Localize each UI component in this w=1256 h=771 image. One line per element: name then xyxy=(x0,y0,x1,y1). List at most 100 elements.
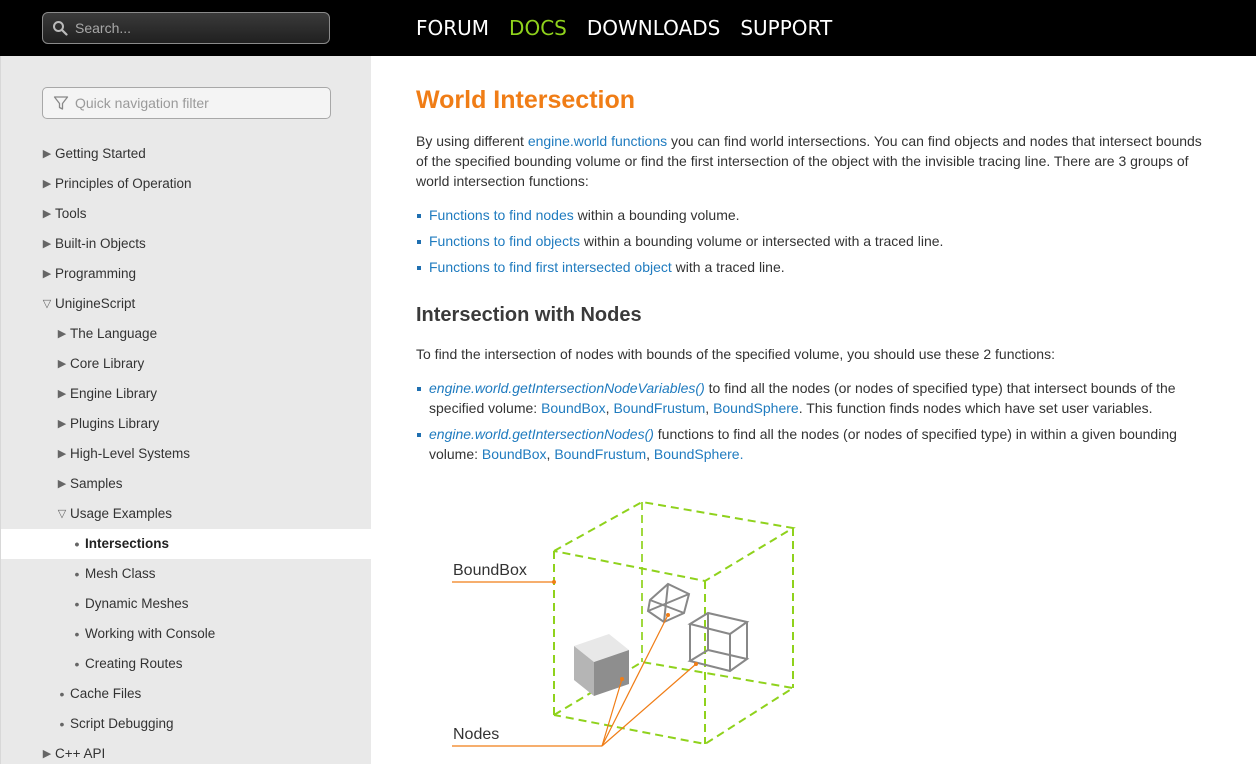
filter-icon xyxy=(53,96,69,110)
sidebar-item-the-language[interactable]: ▶The Language xyxy=(1,319,372,349)
expand-arrow-icon[interactable]: ▶ xyxy=(57,418,67,430)
sidebar-item-tools[interactable]: ▶Tools xyxy=(1,199,372,229)
intro-paragraph: By using different engine.world function… xyxy=(416,131,1206,191)
navigation-filter-input[interactable] xyxy=(75,88,325,118)
bullet-icon: • xyxy=(59,716,65,732)
sidebar-item-label: C++ API xyxy=(55,746,106,761)
node-pointers xyxy=(452,581,697,747)
wire-octahedron-node xyxy=(646,582,691,624)
expand-arrow-icon[interactable]: ▶ xyxy=(57,328,67,340)
sidebar-item-label: Intersections xyxy=(85,536,170,551)
sidebar-item-core-library[interactable]: ▶Core Library xyxy=(1,349,372,379)
search-input[interactable] xyxy=(75,13,325,43)
bullet-icon: • xyxy=(74,626,80,642)
sidebar-item-label: Mesh Class xyxy=(85,566,156,581)
boundsphere-link[interactable]: BoundSphere xyxy=(653,446,740,462)
list-item: engine.world.getIntersectionNodes() func… xyxy=(416,424,1206,464)
sidebar-item-label: Cache Files xyxy=(70,686,142,701)
expand-arrow-icon[interactable]: ▶ xyxy=(42,208,52,220)
nodes-label: Nodes xyxy=(453,726,500,743)
sidebar-item-mesh-class[interactable]: • Mesh Class xyxy=(1,559,372,589)
bullet-icon: • xyxy=(74,656,80,672)
bullet-icon: • xyxy=(74,566,80,582)
sidebar-item-label: Plugins Library xyxy=(70,416,160,431)
expand-arrow-icon[interactable]: ▶ xyxy=(42,268,52,280)
function-groups-list: Functions to find nodes within a boundin… xyxy=(416,205,1206,283)
expand-arrow-icon[interactable]: ▶ xyxy=(57,358,67,370)
sidebar-item-label: Tools xyxy=(55,206,87,221)
boundbox-link[interactable]: BoundBox xyxy=(481,446,547,462)
expand-arrow-icon[interactable]: ▶ xyxy=(57,448,67,460)
sidebar-item-creating-routes[interactable]: •Creating Routes xyxy=(1,649,372,679)
sidebar-item-label: High-Level Systems xyxy=(70,446,191,461)
sidebar-item-label: Core Library xyxy=(70,356,145,371)
sidebar-item-working-with-console[interactable]: • Working with Console xyxy=(1,619,372,649)
top-navigation-bar: FORUM DOCS DOWNLOADS SUPPORT xyxy=(0,0,1256,56)
navigation-tree: ▶Getting Started▶Principles of Operation… xyxy=(1,139,372,769)
nav-support[interactable]: SUPPORT xyxy=(740,16,833,40)
get-intersection-nodes-link[interactable]: engine.world.getIntersectionNodes() xyxy=(429,426,654,442)
sidebar-item-label: UnigineScript xyxy=(55,296,136,311)
find-nodes-link[interactable]: Functions to find nodes xyxy=(429,207,574,223)
nav-downloads[interactable]: DOWNLOADS xyxy=(586,16,721,40)
engine-world-functions-link[interactable]: engine.world functions xyxy=(527,133,668,149)
sidebar-item-label: Built-in Objects xyxy=(55,236,146,251)
sidebar-item-engine-library[interactable]: ▶Engine Library xyxy=(1,379,372,409)
sidebar-item-samples[interactable]: ▶Samples xyxy=(1,469,372,499)
boundbox-label: BoundBox xyxy=(453,562,527,579)
bullet-icon: • xyxy=(74,536,80,552)
expand-arrow-icon[interactable]: ▶ xyxy=(57,388,67,400)
expand-arrow-icon[interactable]: ▶ xyxy=(42,748,52,760)
navigation-filter[interactable] xyxy=(42,87,331,119)
list-item: Functions to find first intersected obje… xyxy=(416,257,1206,277)
expand-arrow-icon[interactable]: ▶ xyxy=(42,238,52,250)
intro-text-pre: By using different xyxy=(416,133,528,149)
sidebar-item-getting-started[interactable]: ▶Getting Started xyxy=(1,139,372,169)
section-title: Intersection with Nodes xyxy=(416,304,642,326)
sidebar-item-label: Dynamic Meshes xyxy=(85,596,189,611)
list-item: Functions to find objects within a bound… xyxy=(416,231,1206,251)
sidebar-item-built-in-objects[interactable]: ▶Built-in Objects xyxy=(1,229,372,259)
nav-docs[interactable]: DOCS xyxy=(509,16,567,40)
sidebar-item-c-api[interactable]: ▶C++ API xyxy=(1,739,372,769)
sidebar-item-label: The Language xyxy=(70,326,158,341)
sidebar-item-plugins-library[interactable]: ▶Plugins Library xyxy=(1,409,372,439)
expand-arrow-icon[interactable]: ▶ xyxy=(42,148,52,160)
sidebar-item-intersections[interactable]: • Intersections xyxy=(1,529,372,559)
sidebar-item-cache-files[interactable]: •Cache Files xyxy=(1,679,372,709)
collapse-arrow-icon[interactable]: ▽ xyxy=(42,298,52,310)
expand-arrow-icon[interactable]: ▶ xyxy=(42,178,52,190)
collapse-arrow-icon[interactable]: ▽ xyxy=(57,508,67,520)
expand-arrow-icon[interactable]: ▶ xyxy=(57,478,67,490)
nav-forum[interactable]: FORUM xyxy=(416,16,490,40)
boundbox-shape xyxy=(553,500,796,746)
boundfrustum-link[interactable]: BoundFrustum xyxy=(613,400,706,416)
get-intersection-node-variables-link[interactable]: engine.world.getIntersectionNodeVariable… xyxy=(429,380,705,396)
sidebar-item-label: Working with Console xyxy=(85,626,216,641)
boundsphere-link[interactable]: BoundSphere xyxy=(713,400,799,416)
sidebar-item-principles-of-operation[interactable]: ▶Principles of Operation xyxy=(1,169,372,199)
bullet-icon: • xyxy=(74,596,80,612)
boundbox-link[interactable]: BoundBox xyxy=(541,400,606,416)
intersection-diagram: BoundBox Nodes xyxy=(452,496,832,766)
cube-solid-node xyxy=(574,634,629,696)
sidebar-item-usage-examples[interactable]: ▽Usage Examples xyxy=(1,499,372,529)
sidebar-item-label: Programming xyxy=(55,266,137,281)
diagram-graphic xyxy=(452,500,796,747)
list-item-text: within a bounding volume or intersected … xyxy=(579,233,944,249)
sidebar-item-dynamic-meshes[interactable]: • Dynamic Meshes xyxy=(1,589,372,619)
list-item: Functions to find nodes within a boundin… xyxy=(416,205,1206,225)
sidebar-item-script-debugging[interactable]: • Script Debugging xyxy=(1,709,372,739)
function-desc: to find all the nodes (or nodes of speci… xyxy=(429,380,1176,416)
sidebar-item-label: Usage Examples xyxy=(70,506,173,521)
search-box[interactable] xyxy=(42,12,330,44)
sidebar-item-programming[interactable]: ▶Programming xyxy=(1,259,372,289)
find-objects-link[interactable]: Functions to find objects xyxy=(429,233,580,249)
intro-text-post: you can find world intersections. You ca… xyxy=(416,133,1202,189)
sidebar-item-label: Script Debugging xyxy=(70,716,174,731)
boundfrustum-link[interactable]: BoundFrustum xyxy=(554,446,647,462)
find-first-intersected-link[interactable]: Functions to find first intersected obje… xyxy=(429,259,672,275)
sidebar-item-high-level-systems[interactable]: ▶High-Level Systems xyxy=(1,439,372,469)
sidebar-item-label: Getting Started xyxy=(55,146,146,161)
sidebar-item-uniginescript[interactable]: ▽UnigineScript xyxy=(1,289,372,319)
